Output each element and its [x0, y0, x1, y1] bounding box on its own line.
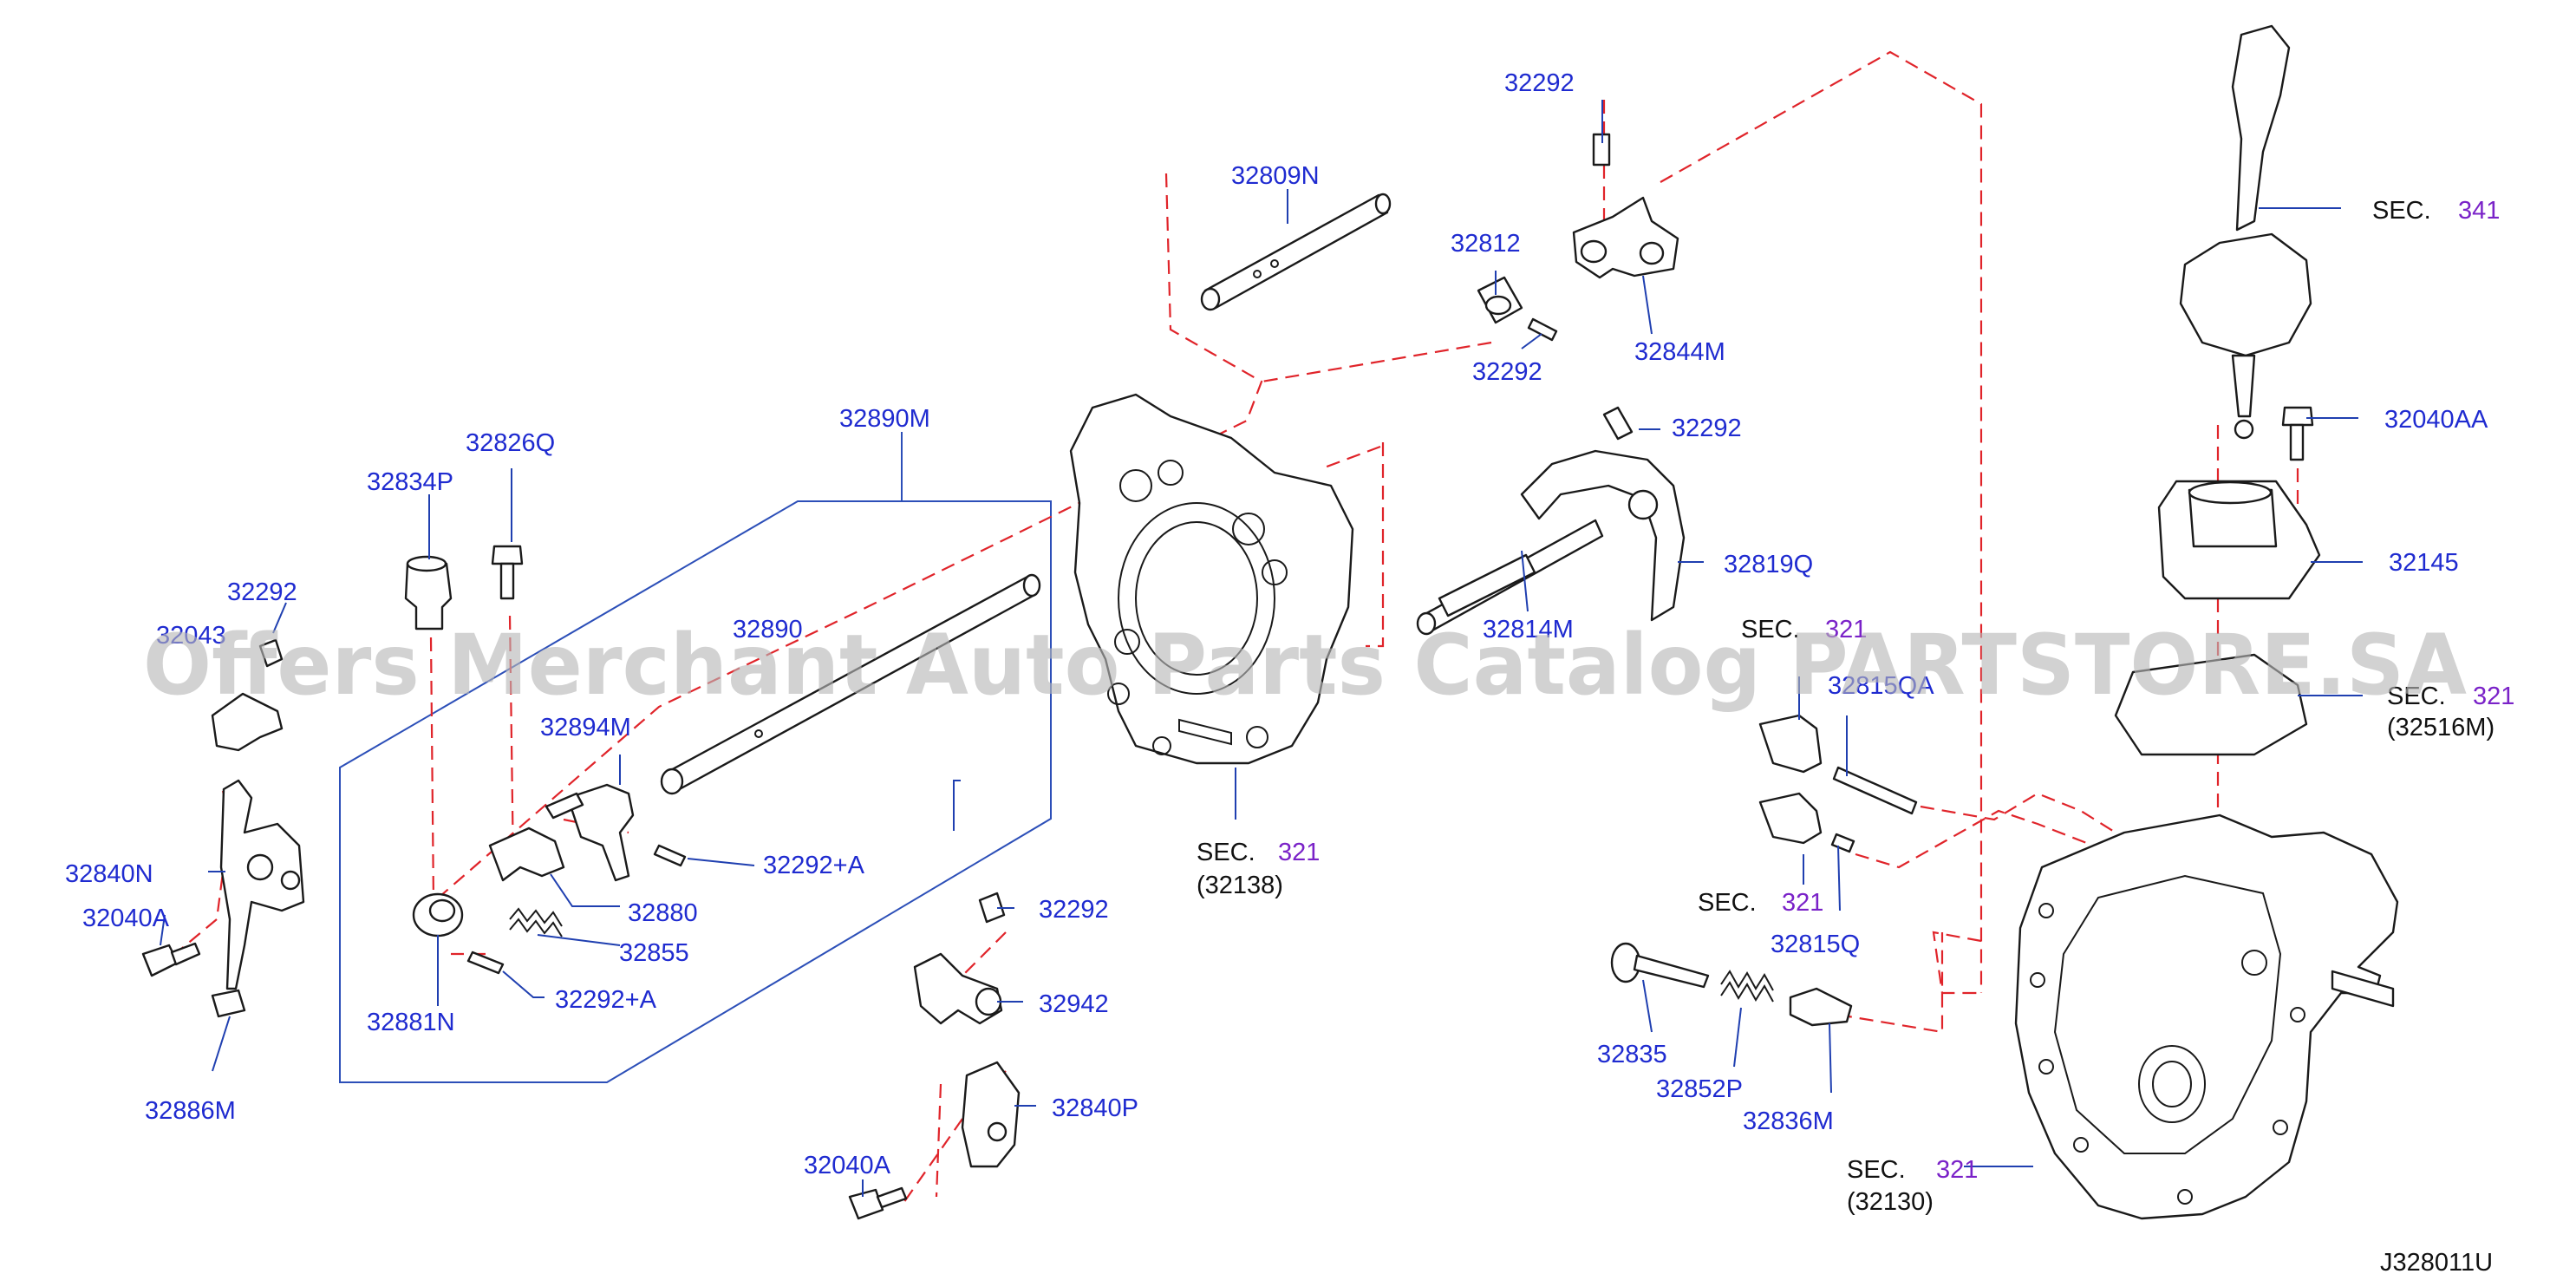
section-refs: SEC. 341 SEC. 321 SEC. 321 (32516M) SEC.…: [1197, 197, 2514, 1216]
svg-text:321: 321: [1278, 839, 1320, 866]
spring-32855: [509, 907, 563, 937]
shaft-32890: [660, 573, 1041, 795]
bracket-32043: [211, 638, 284, 752]
label-32826q: 32826Q: [466, 429, 555, 457]
label-32835: 32835: [1597, 1041, 1667, 1068]
svg-text:SEC.: SEC.: [2372, 197, 2431, 225]
label-32145: 32145: [2389, 549, 2459, 577]
shift-lever-341: [2179, 24, 2312, 440]
label-32814m: 32814M: [1483, 616, 1574, 644]
bracket-32880: [488, 826, 565, 882]
pin-32292a-lower: [466, 951, 505, 975]
rod-32814m: [1416, 519, 1604, 636]
extension-housing-32130: [2014, 813, 2399, 1220]
svg-text:SEC.: SEC.: [1847, 1156, 1906, 1184]
switch-32815qa: [1758, 714, 1918, 815]
label-32852p: 32852P: [1656, 1075, 1743, 1103]
label-32812: 32812: [1451, 230, 1521, 258]
label-32292a-upper: 32292+A: [763, 852, 865, 879]
bolt-32040a-left: [141, 942, 201, 977]
svg-text:(32138): (32138): [1197, 872, 1283, 899]
watermark: Offers Merchant Auto Parts Catalog PARTS…: [143, 617, 2467, 714]
label-32292-lower: 32292: [1039, 896, 1109, 924]
selector-32894m: [545, 783, 635, 882]
sec-ref-341: SEC. 341: [2372, 197, 2500, 225]
label-32890m: 32890M: [839, 405, 930, 433]
pin-32292a-upper: [653, 844, 687, 867]
label-32890: 32890: [733, 616, 803, 644]
svg-text:(32130): (32130): [1847, 1188, 1934, 1216]
label-32840p: 32840P: [1052, 1094, 1138, 1122]
reference-code: J328011U: [2380, 1249, 2493, 1277]
pin-32292-fork: [1602, 406, 1634, 441]
collar-32812: [1477, 276, 1558, 342]
label-32880: 32880: [628, 899, 698, 927]
block-32886m: [211, 989, 246, 1018]
adapter-plate-32138: [1069, 393, 1354, 765]
fork-32819q: [1520, 449, 1686, 622]
label-32292-collar: 32292: [1472, 358, 1542, 386]
bolt-32040aa: [2281, 406, 2314, 461]
svg-text:321: 321: [1936, 1156, 1978, 1184]
label-32292a-lower: 32292+A: [555, 986, 657, 1014]
cap-32836m: [1789, 987, 1853, 1027]
svg-text:(32516M): (32516M): [2387, 714, 2494, 741]
label-32881n: 32881N: [367, 1009, 455, 1036]
sec-ref-321-gasket: SEC. 321 (32516M): [2387, 683, 2514, 741]
label-32819q: 32819Q: [1724, 551, 1813, 578]
label-32834p: 32834P: [367, 468, 453, 496]
label-32040a-left: 32040A: [82, 905, 170, 932]
assembly-dashed-lines: [164, 50, 2299, 1206]
svg-text:341: 341: [2458, 197, 2500, 225]
svg-text:321: 321: [1825, 616, 1867, 644]
bracket-32844m: [1572, 196, 1679, 279]
spring-32852p: [1720, 970, 1774, 1003]
sec-ref-321-switch: SEC. 321: [1698, 889, 1823, 917]
label-32836m: 32836M: [1743, 1107, 1834, 1135]
svg-text:SEC.: SEC.: [1197, 839, 1255, 866]
plate-32145: [2157, 480, 2321, 600]
part-labels: 32292 32809N 32812 32292 32844M 32292 32…: [65, 69, 2488, 1179]
label-32040a-lower: 32040A: [804, 1152, 891, 1179]
shaft-32809n: [1200, 193, 1392, 311]
label-32292-top: 32292: [1504, 69, 1575, 97]
pin-32292-top: [1592, 133, 1611, 167]
label-32840n: 32840N: [65, 860, 153, 888]
label-32292-fork: 32292: [1672, 415, 1742, 442]
pin-32292-lower: [978, 892, 1006, 924]
plunger-32835: [1610, 942, 1710, 989]
label-32886m: 32886M: [145, 1097, 236, 1125]
bracket-32942: [913, 952, 1003, 1025]
sec-ref-321-housing: SEC. 321 (32130): [1847, 1156, 1978, 1216]
label-32043: 32043: [156, 622, 226, 650]
collar-32881n: [412, 892, 464, 937]
label-32844m: 32844M: [1634, 338, 1725, 366]
svg-text:321: 321: [1782, 889, 1823, 917]
lever-32840p: [961, 1061, 1021, 1168]
label-32815q: 32815Q: [1771, 931, 1860, 958]
svg-text:SEC.: SEC.: [1698, 889, 1757, 917]
label-32942: 32942: [1039, 990, 1109, 1018]
svg-text:SEC.: SEC.: [2387, 683, 2446, 710]
svg-text:SEC.: SEC.: [1741, 616, 1800, 644]
svg-text:321: 321: [2473, 683, 2514, 710]
label-32894m: 32894M: [540, 714, 631, 741]
bolt-32040a-lower: [848, 1186, 908, 1220]
label-32809n: 32809N: [1231, 162, 1320, 190]
label-32040aa: 32040AA: [2384, 406, 2488, 434]
sec-ref-321-adapter: SEC. 321 (32138): [1197, 839, 1320, 899]
group-frame-32890m: [339, 500, 1052, 1083]
leader-lines: [160, 100, 2363, 1197]
switch-32815q: [1758, 792, 1855, 853]
label-32292-left: 32292: [227, 578, 297, 606]
label-32815qa: 32815QA: [1828, 672, 1934, 700]
label-32855: 32855: [619, 939, 689, 967]
plug-32834p: [404, 555, 453, 630]
gasket-32516m: [2114, 653, 2308, 756]
sec-ref-321-fork: SEC. 321: [1741, 616, 1867, 644]
bolt-32826q: [491, 545, 524, 600]
lever-32840n: [219, 779, 305, 990]
